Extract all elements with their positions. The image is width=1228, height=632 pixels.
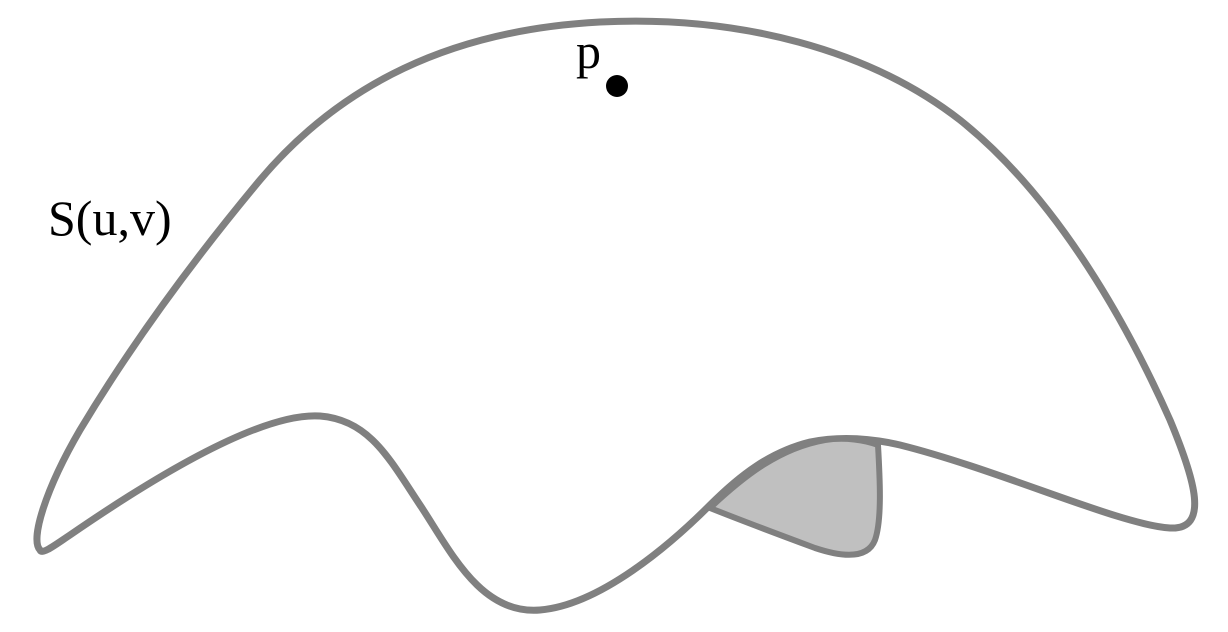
shaded-patch [707, 435, 883, 558]
surface-label: S(u,v) [48, 190, 172, 246]
point-marker [606, 75, 628, 97]
surface-outline [33, 17, 1199, 614]
point-label: p [576, 23, 601, 79]
